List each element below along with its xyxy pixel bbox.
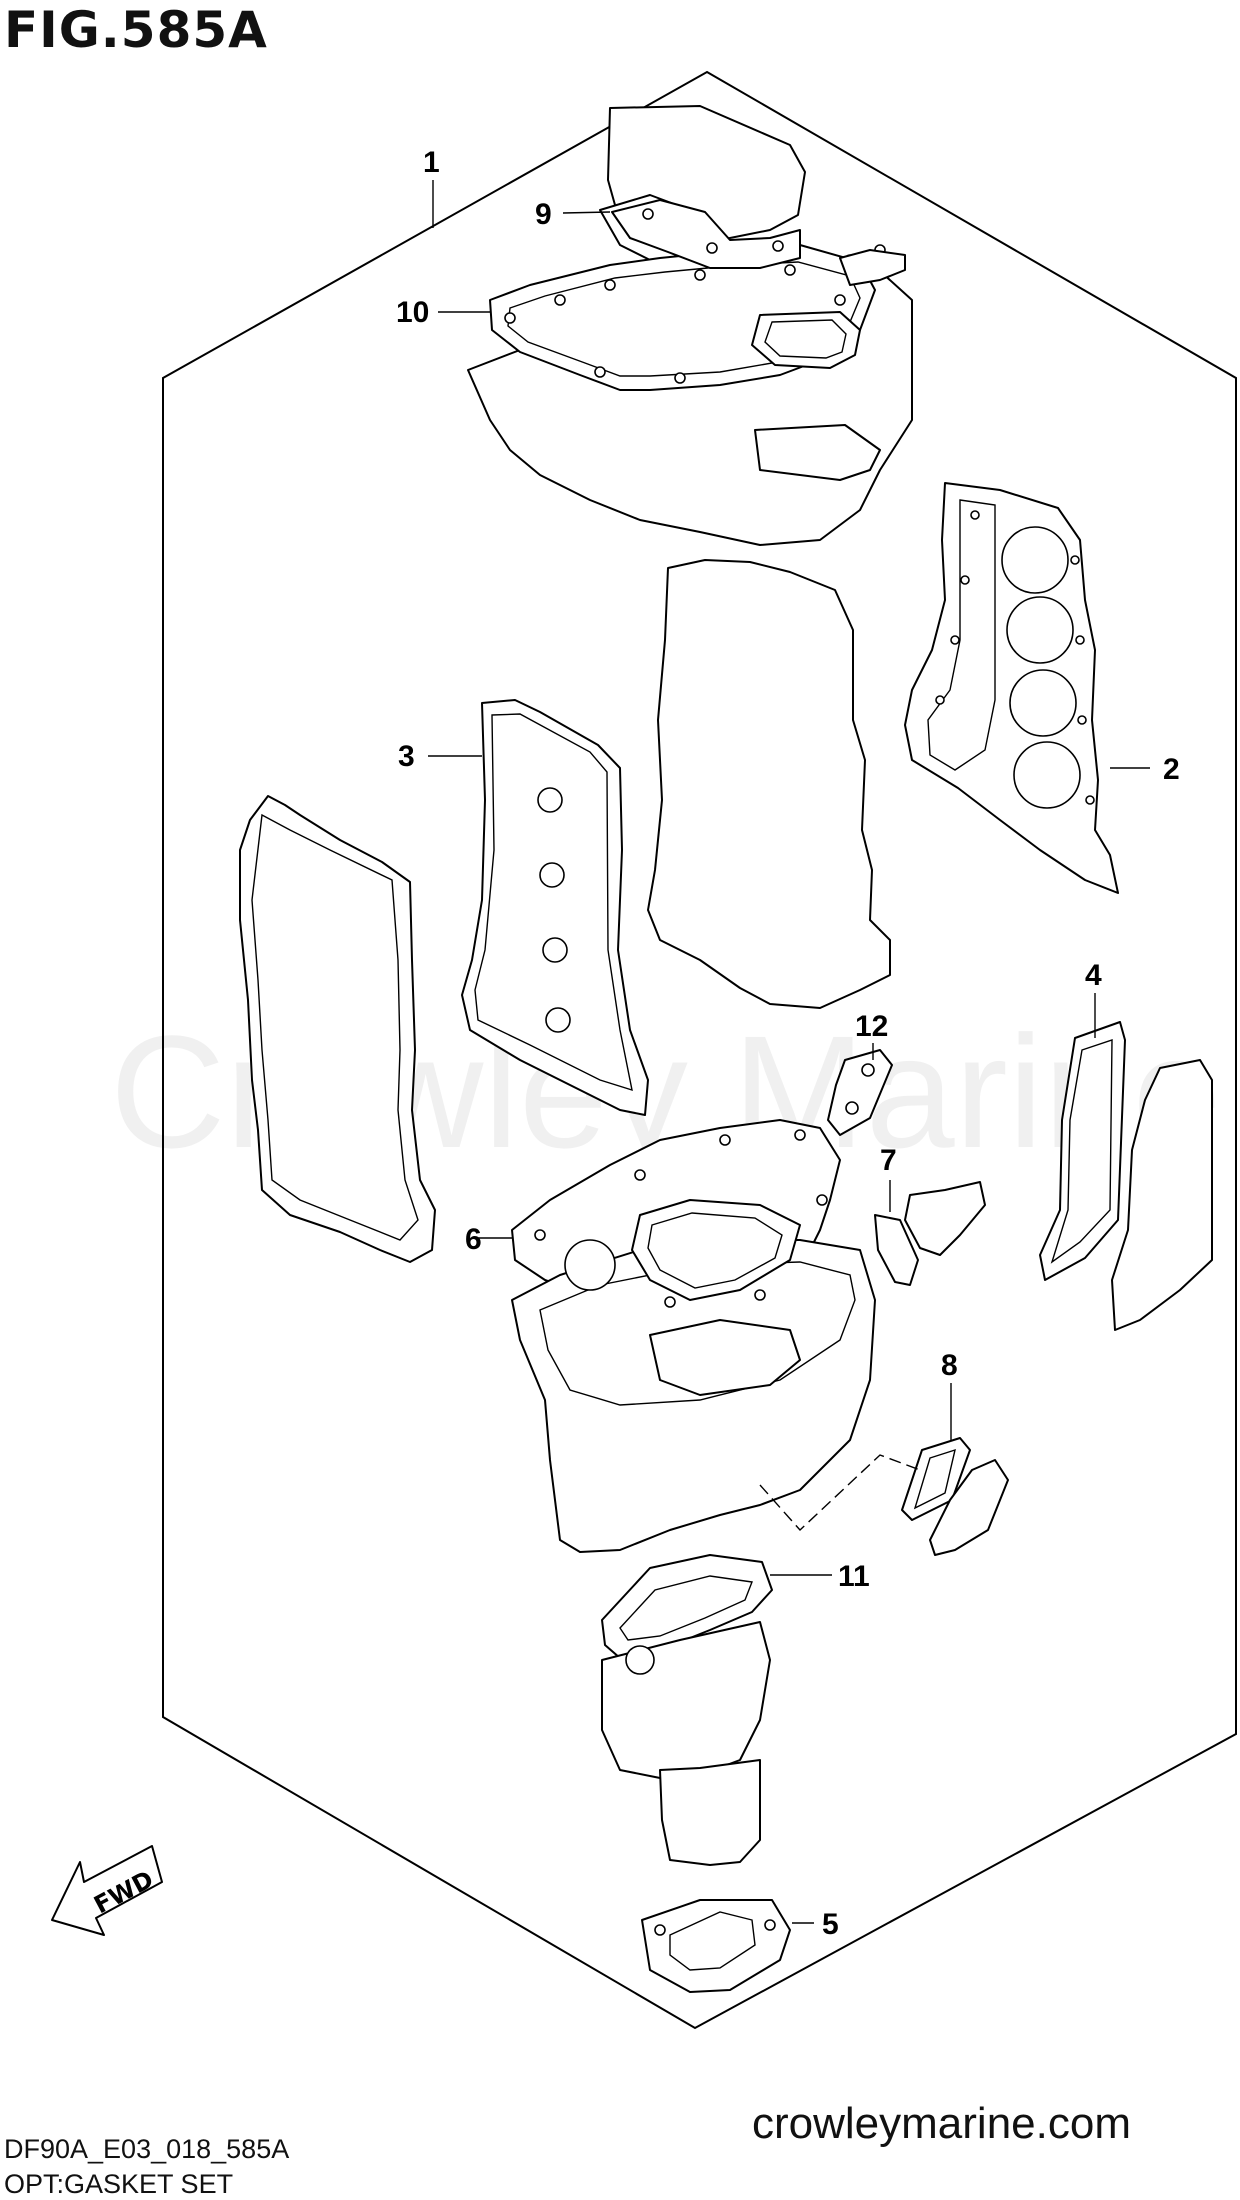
callout-8: 8 xyxy=(941,1349,958,1382)
diagram-code: DF90A_E03_018_585A xyxy=(4,2134,290,2164)
callout-7: 7 xyxy=(880,1144,897,1177)
callout-4: 4 xyxy=(1085,959,1102,992)
kit-frame xyxy=(162,70,1237,2030)
cover-assembly xyxy=(467,105,913,546)
block-gasket xyxy=(647,559,891,1009)
callout-9: 9 xyxy=(535,198,552,231)
callout-1: 1 xyxy=(423,146,440,179)
leader-dashed xyxy=(759,1454,921,1532)
diagram-name: OPT:GASKET SET xyxy=(4,2169,234,2199)
head-gasket xyxy=(904,482,1119,894)
cam-cover-gasket xyxy=(461,699,649,1116)
callout-5: 5 xyxy=(822,1908,839,1941)
callout-11: 11 xyxy=(838,1560,870,1593)
callout-12: 12 xyxy=(855,1010,888,1043)
callout-6: 6 xyxy=(465,1223,482,1256)
small-gasket-12 xyxy=(827,1049,893,1136)
gasket-4 xyxy=(1039,1021,1126,1281)
figure-title: FIG.585A xyxy=(4,1,268,59)
callout-10: 10 xyxy=(396,296,429,329)
oil-strainer-assembly xyxy=(601,1554,773,1866)
oil-pan-assembly xyxy=(511,1119,876,1553)
side-plate xyxy=(1111,1059,1213,1331)
gasket-7 xyxy=(874,1214,919,1286)
fwd-arrow: FWD xyxy=(51,1845,163,1936)
callout-3: 3 xyxy=(398,740,415,773)
side-cover-gasket xyxy=(239,795,436,1263)
callout-2: 2 xyxy=(1163,753,1180,786)
site-link[interactable]: crowleymarine.com xyxy=(752,2099,1131,2148)
